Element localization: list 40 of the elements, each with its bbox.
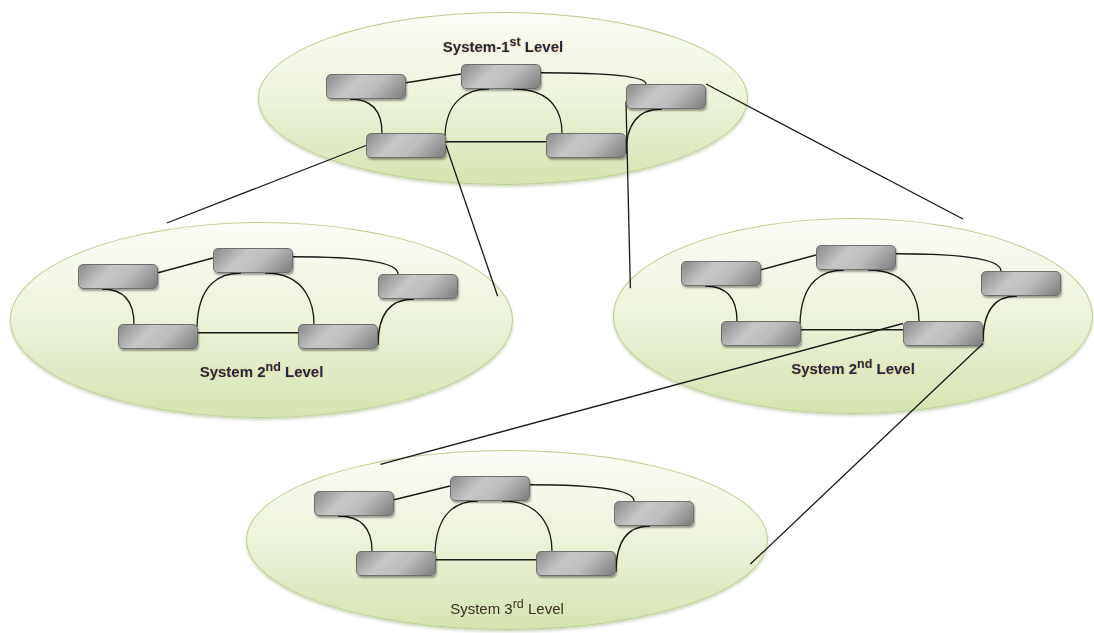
component-box (356, 551, 436, 576)
zoom-line (705, 83, 964, 220)
connector-line (895, 253, 1002, 272)
connector-line (435, 559, 537, 561)
component-box (326, 74, 406, 99)
component-box (903, 321, 983, 346)
level-title: System-1$^{st}$ Level (442, 38, 564, 55)
connector-line (393, 485, 451, 501)
component-box (816, 245, 896, 270)
component-box (298, 324, 378, 349)
component-box (461, 64, 541, 89)
component-box (614, 501, 694, 526)
component-box (366, 133, 446, 158)
connector-line (760, 254, 817, 271)
connector-line (157, 257, 214, 274)
connector-line (540, 72, 647, 85)
component-box (378, 274, 458, 299)
component-box (78, 264, 158, 289)
zoom-line (379, 322, 904, 466)
zoom-line (445, 144, 499, 297)
connector-line (197, 332, 299, 334)
component-box (546, 133, 626, 158)
component-box (536, 551, 616, 576)
component-box (118, 324, 198, 349)
connector-line (405, 73, 462, 84)
component-box (213, 248, 293, 273)
component-box (721, 321, 801, 346)
component-box (981, 271, 1061, 296)
component-box (314, 491, 394, 516)
connector-line (800, 329, 904, 331)
zoom-line (749, 342, 984, 565)
component-box (681, 261, 761, 286)
level-title: System 2$^{nd}$ Level (199, 363, 324, 380)
component-box (450, 476, 530, 501)
level-title: System 3$^{rd}$ Level (450, 600, 564, 617)
connector-line (445, 141, 547, 143)
connector-line (292, 256, 399, 275)
level-title: System 2$^{nd}$ Level (791, 360, 915, 377)
component-box (626, 84, 706, 109)
connector-line (529, 484, 635, 502)
